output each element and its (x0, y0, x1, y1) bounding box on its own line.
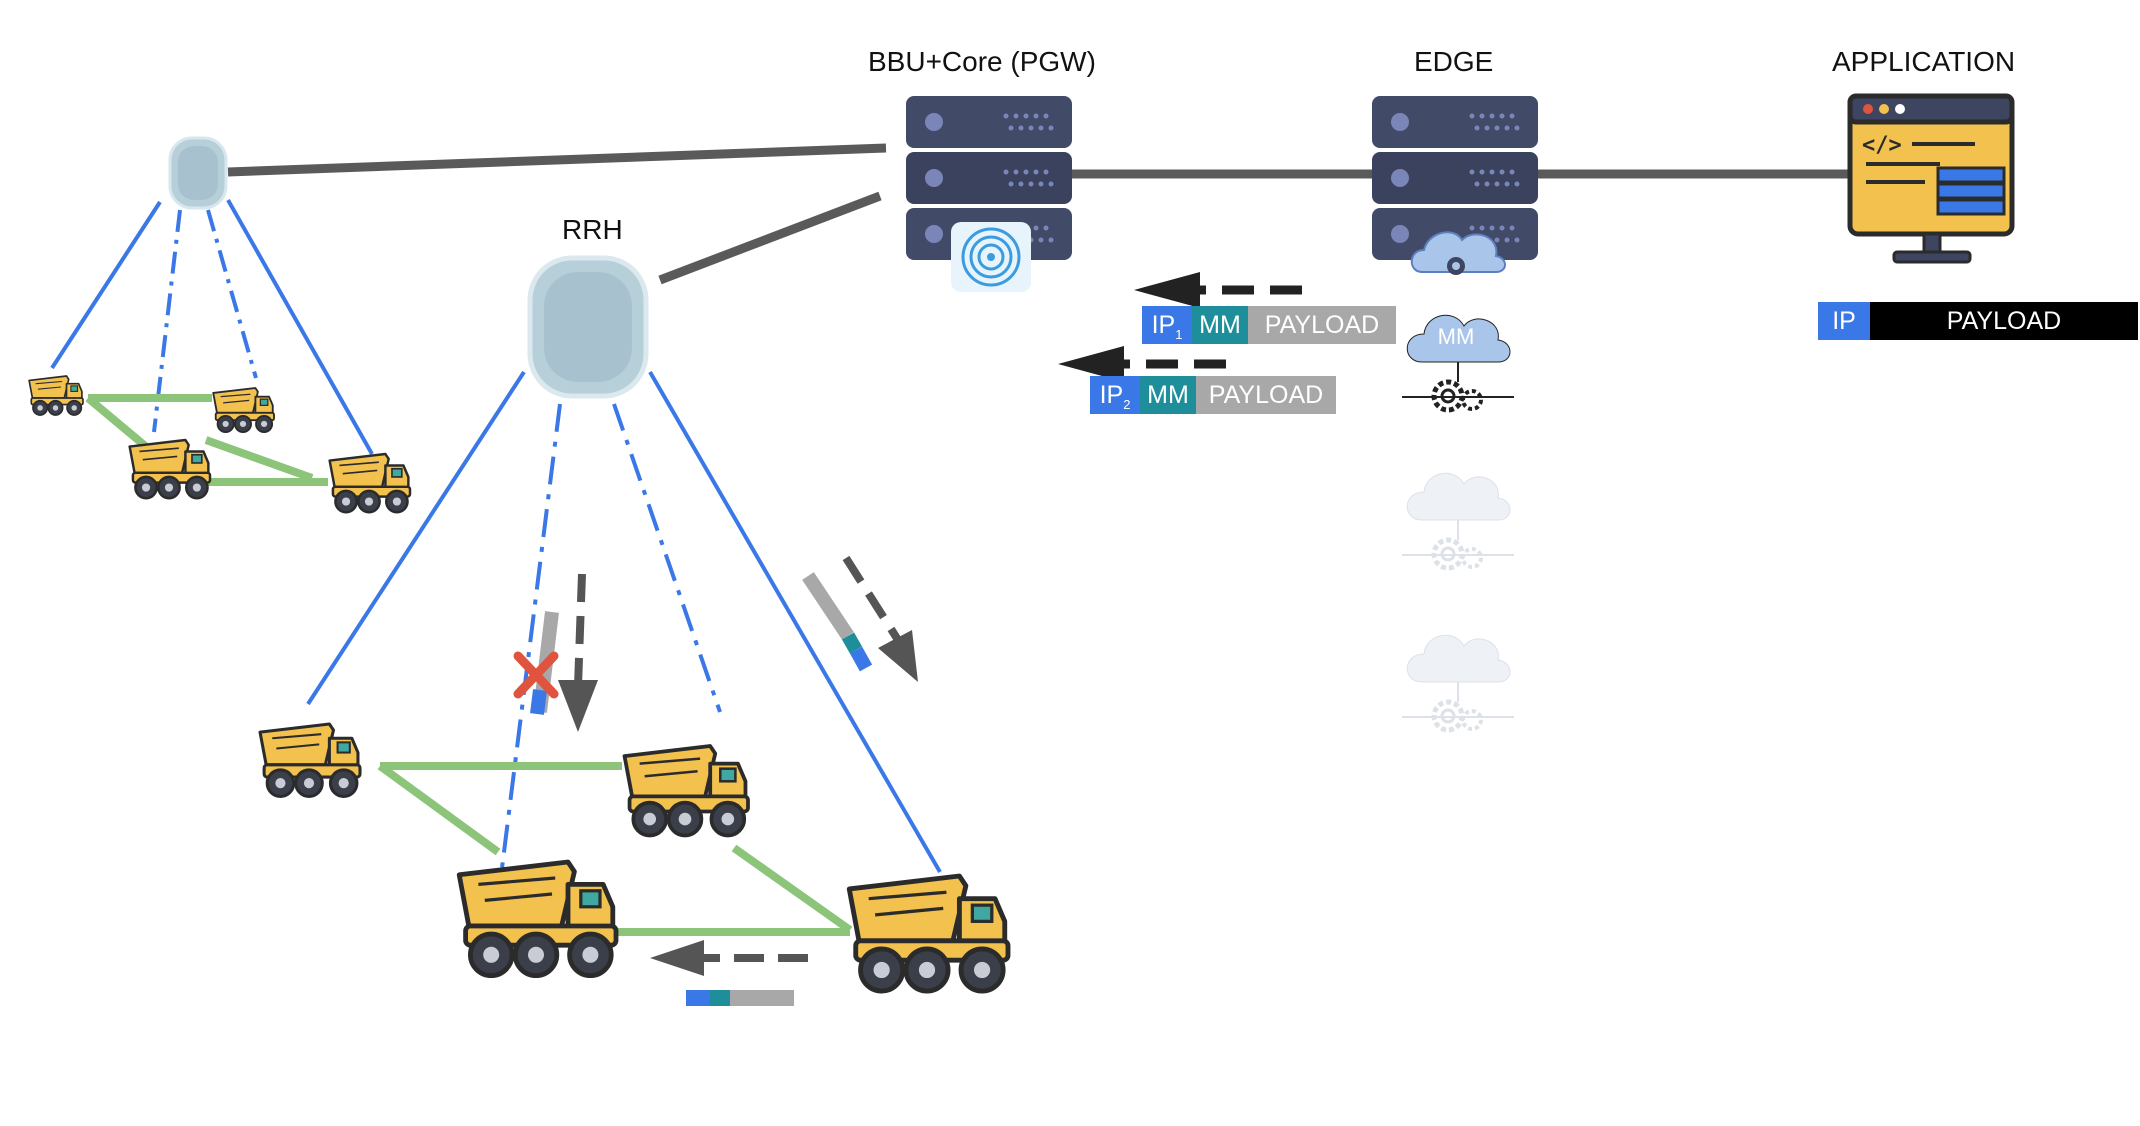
dump-truck-icon (258, 722, 362, 798)
flow-arrow-left-edge-1 (1134, 272, 1302, 308)
dump-truck-icon (212, 387, 275, 433)
dump-truck-icon (28, 375, 84, 416)
dump-truck-icon (459, 862, 616, 976)
packet-payload-field: PAYLOAD (1870, 302, 2138, 340)
application-label: APPLICATION (1832, 46, 2016, 77)
app-packet: IP PAYLOAD (1818, 302, 2138, 340)
cloud-gears-icon-faded (1402, 635, 1514, 730)
dump-truck-icon (849, 876, 1008, 991)
flow-arrow-left (650, 940, 808, 976)
dump-truck-icon (128, 438, 212, 500)
packet-ip-field: IP2 (1090, 376, 1140, 414)
packet-mini-bar (802, 572, 873, 672)
radio-link (612, 403, 722, 713)
link-rrh1-bbu (227, 143, 887, 177)
link-rrh2-bbu (658, 191, 882, 285)
mesh-link (85, 394, 153, 454)
flow-arrow-left-edge-2 (1058, 346, 1226, 382)
radio-link (206, 209, 258, 379)
packet-mini-bar (686, 990, 794, 1006)
packet-ip-field: IP (1818, 302, 1870, 340)
mesh-link (377, 762, 501, 856)
rrh-unit-icon (527, 255, 649, 399)
mesh-link (731, 844, 853, 934)
radio-link (648, 370, 942, 874)
flow-arrow-down-right (842, 555, 918, 682)
svg-text:</>: </> (1862, 133, 1902, 158)
packet-ip-field: IP1 (1142, 306, 1192, 344)
rrh-unit-icon (168, 136, 228, 210)
packet-payload-field: PAYLOAD (1248, 306, 1396, 344)
dump-truck-icon (622, 744, 750, 838)
flow-arrow-down (558, 573, 598, 732)
bbu-label: BBU+Core (PGW) (868, 46, 1096, 77)
cloud-gears-icon-faded (1402, 473, 1514, 568)
packet-mm-field: MM (1140, 376, 1196, 414)
packet-mm-field: MM (1192, 306, 1248, 344)
wireless-antenna-icon (951, 222, 1031, 292)
edge-packet-2: IP2 MM PAYLOAD (1090, 376, 1336, 414)
cloud-gears-icon (1410, 231, 1506, 275)
radio-link (226, 199, 374, 455)
edge-cloud-label: MM (1438, 324, 1475, 349)
packet-payload-field: PAYLOAD (1196, 376, 1336, 414)
radio-link (500, 403, 562, 869)
radio-link (50, 200, 162, 370)
mesh-link (204, 436, 314, 482)
radio-link (306, 370, 526, 706)
rrh-label: RRH (562, 214, 623, 245)
dump-truck-icon (328, 452, 412, 514)
edge-packet-1: IP1 MM PAYLOAD (1142, 306, 1396, 344)
application-monitor-icon: </> (1847, 93, 2015, 264)
edge-label: EDGE (1414, 46, 1494, 77)
packet-ip-subscript: 1 (1175, 327, 1183, 342)
red-x-icon (513, 651, 559, 699)
packet-ip-subscript: 2 (1123, 397, 1131, 412)
